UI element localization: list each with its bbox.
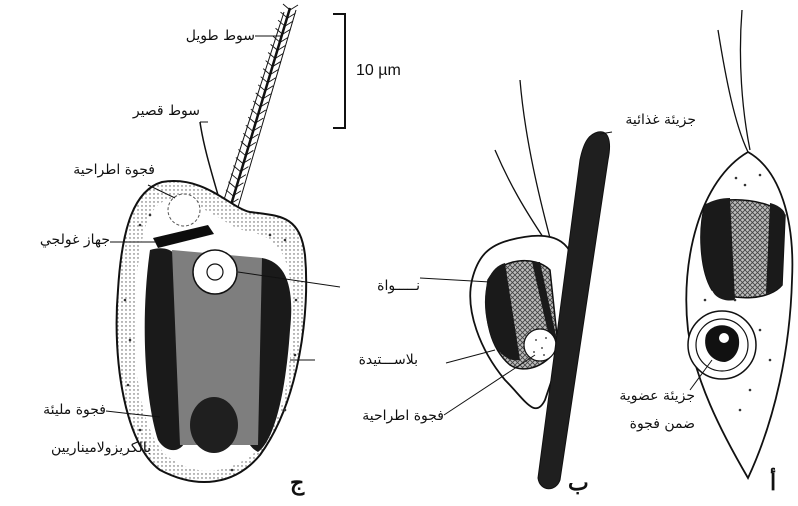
label-contractile-vacuole-j: فجوة اطراحية	[55, 162, 155, 178]
panel-letter-a: أ	[770, 470, 776, 496]
label-short-flagellum: سوط قصير	[120, 103, 200, 119]
cell-j	[106, 4, 340, 482]
contractile-vacuole-j	[168, 194, 200, 226]
scale-bar	[333, 14, 345, 128]
label-golgi: جهاز غولجي	[10, 232, 110, 248]
label-nucleus: نـــــواة	[340, 278, 420, 294]
label-organic-particle-line1: جزيئة عضوية	[595, 388, 695, 404]
contractile-vacuole-b	[524, 329, 556, 361]
scale-bar-label: 10 µm	[356, 62, 401, 80]
label-vacuole-line1: فجوة مليئة	[6, 402, 106, 418]
label-contractile-vacuole-b: فجوة اطراحية	[338, 408, 444, 424]
label-long-flagellum: سوط طويل	[180, 28, 255, 44]
label-food-particle: جزيئة غذائية	[596, 112, 696, 128]
label-plastid: بلاســـتيدة	[318, 352, 418, 368]
label-organic-particle-line2: ضمن فجوة	[595, 416, 695, 432]
cell-a	[686, 10, 792, 478]
cell-b	[420, 80, 612, 489]
chrysolaminarin-vacuole	[190, 397, 238, 453]
panel-letter-b: ب	[568, 470, 589, 496]
panel-letter-j: ج	[290, 470, 304, 496]
label-vacuole-line2: بالكريزولاميناريين	[6, 440, 151, 456]
